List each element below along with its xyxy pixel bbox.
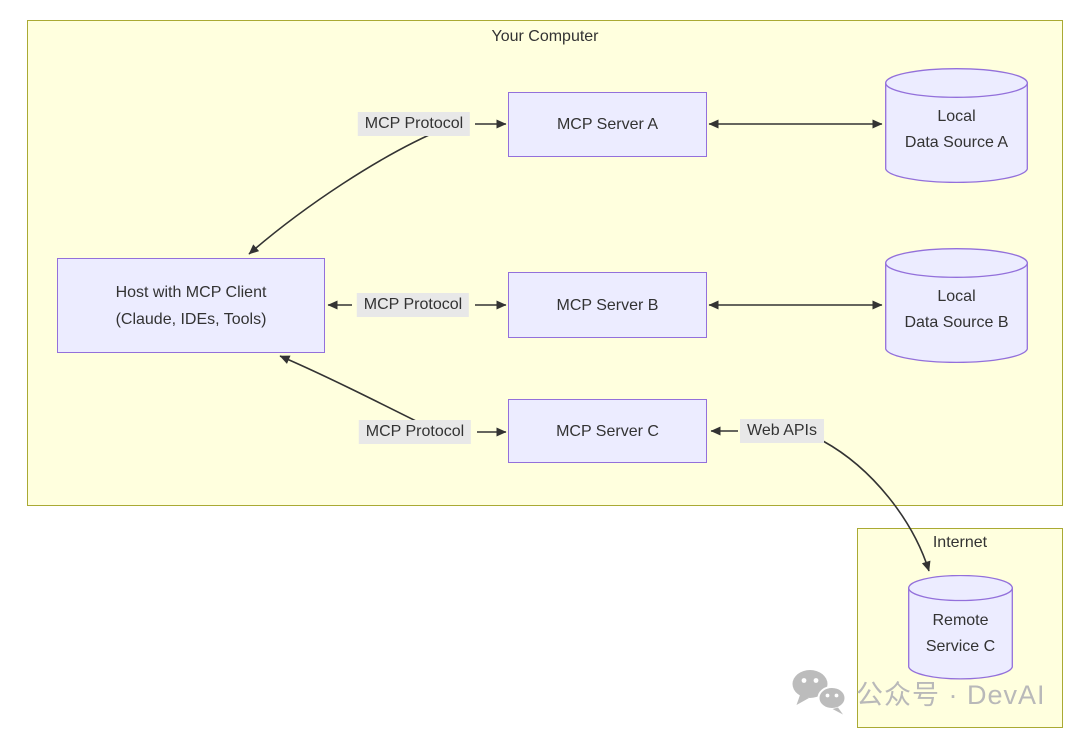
cluster-internet-label: Internet <box>932 534 988 551</box>
cluster-your-computer-label: Your Computer <box>491 28 599 45</box>
node-mcp-server-a-label: MCP Server A <box>556 116 659 133</box>
source-a-line2: Data Source A <box>904 134 1009 151</box>
node-mcp-server-c-label: MCP Server C <box>556 422 659 440</box>
edge-label-mcp-protocol-a: MCP Protocol <box>357 112 471 136</box>
node-mcp-server-c: MCP Server C <box>508 399 707 463</box>
source-b-line2: Data Source B <box>904 314 1009 331</box>
remote-c-line1: Remote <box>932 612 989 629</box>
node-host: Host with MCP Client (Claude, IDEs, Tool… <box>57 258 325 353</box>
edge-label-mcp-protocol-b: MCP Protocol <box>356 293 470 317</box>
watermark: 公众号 · DevAI <box>791 669 1046 715</box>
node-mcp-server-a: MCP Server A <box>508 92 707 157</box>
cylinder-shape-a <box>885 68 1028 184</box>
edge-label-web-apis: Web APIs <box>740 419 824 443</box>
node-local-data-source-a: Local Data Source A <box>885 68 1028 184</box>
source-b-line1: Local <box>937 288 976 305</box>
source-a-line1: Local <box>937 108 976 125</box>
node-host-line2: (Claude, IDEs, Tools) <box>115 310 267 328</box>
node-host-line1: Host with MCP Client <box>115 283 267 301</box>
watermark-text: 公众号 · DevAI <box>856 679 1046 710</box>
node-local-data-source-a-label: Local Data Source A <box>885 104 1028 156</box>
node-remote-service-c-label: Remote Service C <box>908 608 1013 660</box>
node-local-data-source-b-label: Local Data Source B <box>885 284 1028 336</box>
node-local-data-source-b: Local Data Source B <box>885 248 1028 364</box>
remote-c-line2: Service C <box>925 638 996 655</box>
node-mcp-server-b-label: MCP Server B <box>556 296 659 314</box>
wechat-icon <box>792 670 847 715</box>
cylinder-shape-b <box>885 248 1028 364</box>
cylinder-shape-c <box>908 575 1013 680</box>
node-remote-service-c: Remote Service C <box>908 575 1013 681</box>
edge-label-mcp-protocol-c: MCP Protocol <box>358 420 472 444</box>
node-mcp-server-b: MCP Server B <box>508 272 707 338</box>
